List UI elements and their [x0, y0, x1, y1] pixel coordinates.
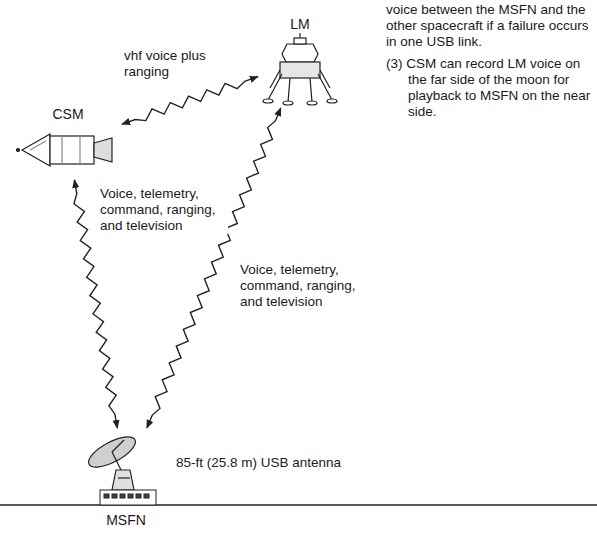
- csm-node: CSM: [14, 106, 122, 180]
- node-label: MSFN: [74, 512, 178, 528]
- msfn-node: MSFN: [74, 428, 178, 528]
- ground-line: [0, 504, 597, 506]
- link-label: vhf voice plus ranging: [124, 48, 216, 80]
- radio-link: [122, 77, 258, 124]
- link-label: Voice, telemetry, command, ranging, and …: [100, 186, 228, 234]
- note-text: (3) CSM can record LM voice on the far s…: [386, 56, 594, 120]
- link-label: Voice, telemetry, command, ranging, and …: [240, 262, 368, 310]
- node-label: LM: [258, 16, 342, 32]
- lm-node: LM: [258, 16, 342, 108]
- csm-spacecraft: [17, 134, 113, 166]
- station-building: [100, 490, 156, 505]
- node-label: CSM: [14, 106, 122, 122]
- lm-spacecraft: [263, 33, 337, 105]
- note-text: voice between the MSFN and the other spa…: [386, 2, 594, 50]
- antenna-label: 85-ft (25.8 m) USB antenna: [176, 455, 341, 471]
- usb-antenna: [84, 431, 139, 490]
